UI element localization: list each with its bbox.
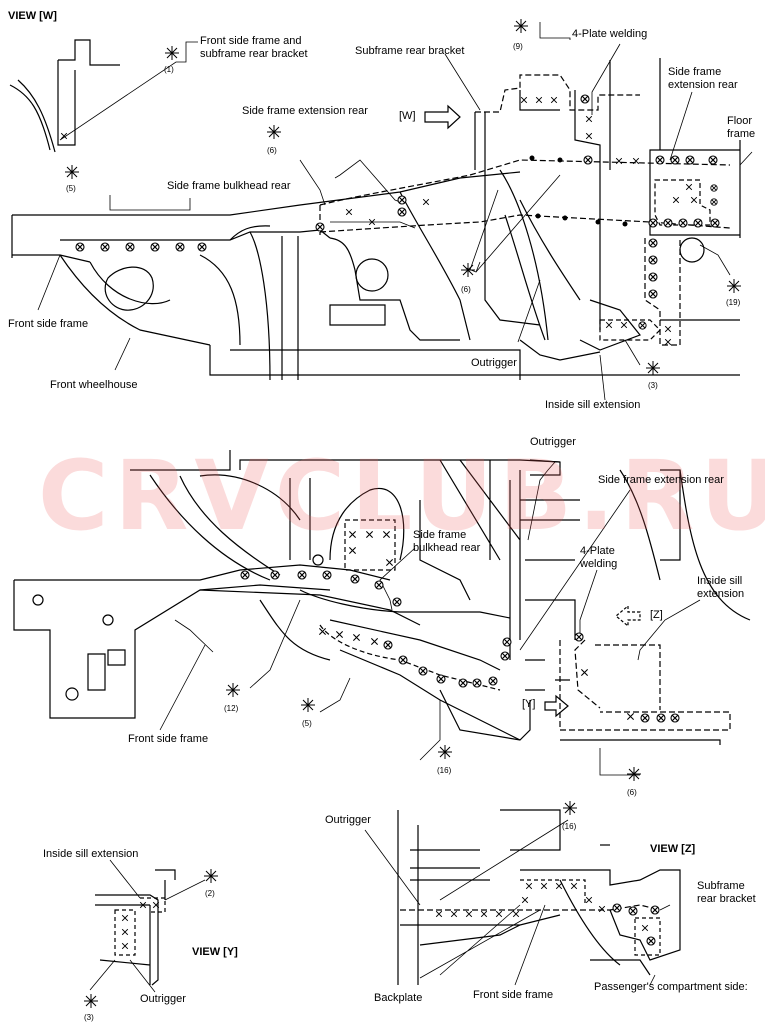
label-inside-sill-extension-top: Inside sill extension xyxy=(545,399,641,411)
label-backplate: Backplate xyxy=(374,992,423,1004)
ref-12: (12) xyxy=(224,704,239,713)
view-y-group xyxy=(89,859,206,993)
ref-19: (19) xyxy=(726,298,741,307)
view-y-welds xyxy=(121,901,160,950)
label-side-frame-bulkhead-rear-mid: Side frame bulkhead rear xyxy=(413,529,481,554)
label-front-side-frame-z: Front side frame xyxy=(473,989,554,1001)
label-4-plate-welding: 4-Plate welding xyxy=(572,28,648,40)
ref-9: (9) xyxy=(513,42,523,51)
label-inside-sill-extension-mid: Inside sill extension xyxy=(697,575,745,600)
label-side-frame-extension-rear-top: Side frame extension rear xyxy=(668,66,738,91)
arrow-z-label: [Z] xyxy=(650,609,663,621)
top-view-group xyxy=(9,22,753,401)
bracket-outline xyxy=(9,39,120,153)
top-welds xyxy=(60,94,720,346)
view-w-title: VIEW [W] xyxy=(8,10,57,22)
label-side-frame-extension-rear: Side frame extension rear xyxy=(242,105,368,117)
wheelhouse-hole xyxy=(104,266,154,311)
label-front-wheelhouse: Front wheelhouse xyxy=(50,379,138,391)
front-side-frame-mid xyxy=(13,564,391,719)
arrow-w-shape xyxy=(424,104,461,130)
leader-lines-mid xyxy=(159,461,701,776)
ref-3: (3) xyxy=(648,381,658,390)
view-y-title: VIEW [Y] xyxy=(192,946,238,958)
label-4-plate-welding-mid: 4-Plate welding xyxy=(580,545,618,570)
view-z-title: VIEW [Z] xyxy=(650,843,696,855)
view-z-stars xyxy=(562,800,578,816)
label-outrigger-mid: Outrigger xyxy=(530,436,576,448)
arrow-y-label: [Y] xyxy=(522,698,536,710)
arrow-z-shape xyxy=(615,604,641,628)
ref-6b: (6) xyxy=(461,285,471,294)
ref-5: (5) xyxy=(66,184,76,193)
ref-3b: (3) xyxy=(84,1013,94,1022)
view-z-welds xyxy=(435,882,660,946)
label-subframe-rear-bracket: Subframe rear bracket xyxy=(355,45,465,57)
ref-16: (16) xyxy=(437,766,452,775)
label-side-frame-extension-rear-mid: Side frame extension rear xyxy=(598,474,724,486)
leader-lines xyxy=(37,22,753,401)
middle-view-group xyxy=(13,450,751,776)
arrow-y-shape xyxy=(544,694,569,718)
label-floor-frame: Floor frame xyxy=(727,115,756,140)
ref-6c: (6) xyxy=(627,788,637,797)
ref-6: (6) xyxy=(267,146,277,155)
middle-stars xyxy=(225,682,642,782)
label-outrigger-z: Outrigger xyxy=(325,814,371,826)
label-subframe-rear-bracket-z: Subframe rear bracket xyxy=(697,880,756,905)
view-z-group xyxy=(364,809,681,986)
label-front-side-frame-mid: Front side frame xyxy=(128,733,209,745)
ref-1: (1) xyxy=(164,65,174,74)
label-outrigger-top: Outrigger xyxy=(471,357,517,369)
watermark: CRVCLUB.RU xyxy=(38,440,765,552)
arrow-w-label: [W] xyxy=(399,110,416,122)
ref-2: (2) xyxy=(205,889,215,898)
ref-16b: (16) xyxy=(562,822,577,831)
label-outrigger-y: Outrigger xyxy=(140,993,186,1005)
ref-5b: (5) xyxy=(302,719,312,728)
label-passengers-side: Passenger's compartment side: xyxy=(594,981,748,993)
label-inside-sill-extension-y: Inside sill extension xyxy=(43,848,139,860)
label-front-side-frame: Front side frame xyxy=(8,318,89,330)
label-side-frame-bulkhead-rear: Side frame bulkhead rear xyxy=(167,180,291,192)
label-front-side-frame-subframe-bracket: Front side frame and subframe rear brack… xyxy=(200,35,308,60)
